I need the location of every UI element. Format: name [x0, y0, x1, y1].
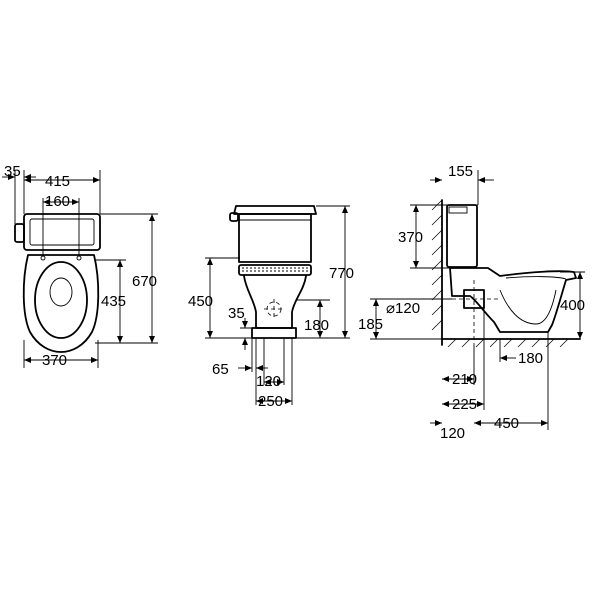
dim-120-right: 120: [440, 425, 465, 442]
dim-450-right: 450: [494, 415, 519, 432]
trapway: [499, 289, 557, 325]
dim-120-side: 120: [256, 373, 281, 390]
dim-210: 210: [452, 371, 477, 388]
dim-670: 670: [132, 273, 157, 290]
front-elevation: 770 450 35 180 65 120 250: [188, 205, 354, 410]
bowl-opening: [49, 277, 73, 307]
seat-inner: [34, 261, 88, 339]
dim-185: 185: [358, 316, 383, 333]
dim-370-bottom: 370: [42, 352, 67, 369]
tank-handle: [229, 212, 239, 222]
rim-inner: [505, 276, 567, 280]
base-plinth: [251, 327, 297, 339]
dim-160: 160: [45, 193, 70, 210]
seat-band: [238, 264, 312, 276]
dim-400: 400: [560, 297, 585, 314]
dim-180-right: 180: [518, 350, 543, 367]
top-view: 35 415 160 670 435 370: [2, 163, 158, 369]
dim-65: 65: [212, 361, 229, 378]
dim-35-side: 35: [228, 305, 245, 322]
dim-435: 435: [101, 293, 126, 310]
side-section: 155 370 400 ⌀120 185 180 210 225 450 120: [358, 163, 585, 442]
dim-225: 225: [452, 396, 477, 413]
hinge-left: [40, 255, 46, 261]
tank-body: [238, 213, 312, 263]
bowl-section: [449, 267, 577, 333]
dim-180-side: 180: [304, 317, 329, 334]
dim-415: 415: [45, 173, 70, 190]
tank-lid: [233, 205, 317, 215]
dim-370-right: 370: [398, 229, 423, 246]
dim-35-top: 35: [4, 163, 21, 180]
hinge-right: [76, 255, 82, 261]
tank-side: [446, 204, 478, 268]
dim-450: 450: [188, 293, 213, 310]
dim-770: 770: [329, 265, 354, 282]
floor-hatch: [447, 338, 569, 348]
dim-d120: ⌀120: [386, 300, 420, 317]
pedestal: [243, 275, 307, 329]
bowl-outline: [22, 254, 100, 353]
tank-inner-outline: [29, 218, 95, 246]
dim-155: 155: [448, 163, 473, 180]
flush-lever: [14, 223, 25, 243]
dim-250: 250: [258, 393, 283, 410]
wall-hatch: [431, 199, 443, 331]
